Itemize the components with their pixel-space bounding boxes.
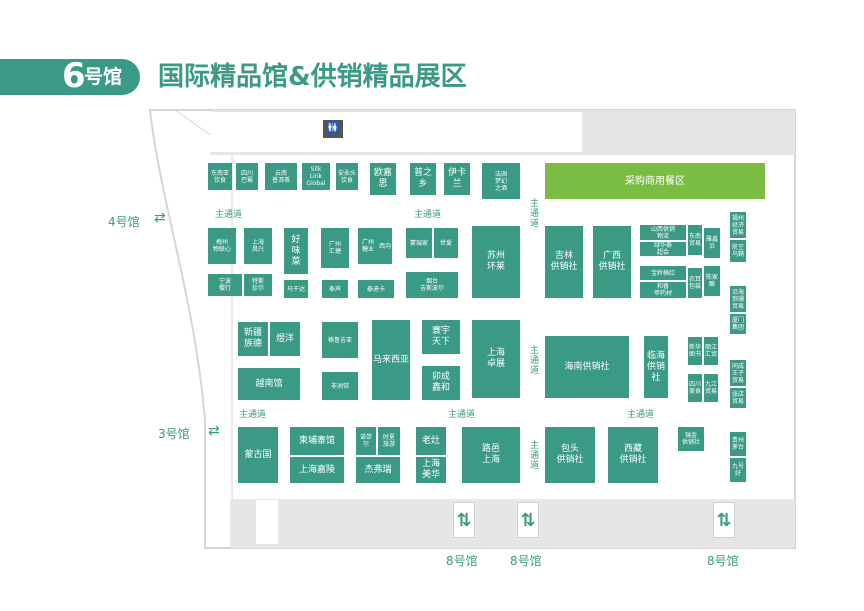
neighbor-hall-label: 8号馆 (510, 554, 542, 568)
page-title: 国际精品馆&供销精品展区 (158, 62, 467, 92)
booth[interactable]: 四川 美食 (688, 374, 702, 402)
booth[interactable]: 格鲁吉亚 (322, 322, 358, 358)
booth[interactable]: 时夏 旅游 (378, 427, 400, 455)
booth[interactable]: 云南 普洱茶 (265, 163, 297, 190)
booth[interactable]: 宁波 樱行 (208, 274, 242, 296)
booth[interactable]: 上海 卓展 (472, 320, 520, 398)
booth[interactable]: 瑞金 供销社 (678, 427, 704, 451)
booth[interactable]: 上海 美华 (416, 457, 446, 483)
hall-number: 6 (62, 56, 86, 96)
booth[interactable]: 梅州 物联心 (208, 228, 236, 264)
booth[interactable]: 泰迪卡 (358, 280, 394, 298)
booth[interactable]: 绿华泰 超会 (640, 242, 686, 256)
booth[interactable]: 新疆 族德 (238, 322, 268, 356)
booth[interactable]: 非洲馆 (322, 372, 358, 400)
road-label: 主通道 (627, 410, 655, 420)
booth[interactable]: 包头 供销社 (545, 427, 595, 483)
booth[interactable]: 丽江 汇贸 (704, 337, 718, 365)
booth[interactable]: 老灶 (416, 427, 446, 455)
two-way-arrow-icon: ⇅ (517, 502, 539, 538)
booth[interactable]: 九江 贸易 (704, 374, 718, 402)
booth[interactable]: 奉声 (322, 280, 348, 298)
road-label-vertical: 主通道 (528, 440, 538, 470)
road-label: 主通道 (239, 410, 267, 420)
booth[interactable]: 蒙古国 (238, 427, 278, 483)
restroom-icon: 🚻 (323, 120, 343, 138)
booth[interactable]: 煜洋 (270, 322, 300, 356)
booth[interactable]: 伊卡 兰 (444, 163, 470, 195)
booth[interactable]: 越南馆 (238, 368, 300, 400)
booth[interactable]: 诺带 尔 (356, 427, 376, 455)
booth[interactable]: 广州 汇捷 (321, 228, 349, 268)
booth[interactable]: 马干达 (284, 280, 308, 298)
booth[interactable]: 沿海 琅珊 贸易 (730, 286, 746, 312)
booth[interactable]: 九号 好 (730, 458, 746, 482)
booth[interactable]: 柬埔寨馆 (290, 427, 344, 455)
neighbor-hall-label: 3号馆 (158, 427, 190, 441)
top-white-zone (210, 112, 582, 152)
two-way-arrow-icon: ⇄ (154, 210, 166, 226)
booth[interactable]: 欧嘉思 (370, 163, 396, 195)
booth[interactable]: 蒙瑞家 (406, 228, 432, 258)
hall-badge: 6 号馆 (0, 56, 140, 96)
booth[interactable]: 宝岭楠红 (640, 266, 686, 280)
booth[interactable]: 贵州 茅台 (730, 432, 746, 456)
booth[interactable]: 法国 梦幻 之酒 (482, 163, 520, 199)
road-label-vertical: 主通道 (528, 345, 538, 375)
booth[interactable]: 吉林 供销社 (545, 226, 583, 298)
booth[interactable]: 东南 贸易 (688, 225, 702, 255)
booth[interactable]: 新华 图书 (688, 337, 702, 365)
booth[interactable]: 苏州 环莱 (472, 226, 520, 298)
booth[interactable]: 上海 昌兴 (244, 228, 272, 264)
dining-area[interactable]: 采购商用餐区 (545, 163, 765, 199)
booth[interactable]: 西沟 (378, 228, 392, 264)
booth[interactable]: 安永头 饮食 (336, 163, 358, 190)
bottom-white-gap (256, 500, 278, 544)
booth[interactable]: 雅鑫 沿 (704, 228, 720, 258)
neighbor-hall-label: 8号馆 (446, 554, 478, 568)
road-label-vertical: 主通道 (528, 198, 538, 228)
booth[interactable]: 山西供销 物流 (640, 225, 686, 240)
booth[interactable]: Silk Link Global (302, 163, 330, 190)
two-way-arrow-icon: ⇅ (713, 502, 735, 538)
booth[interactable]: 厦门 集团 (730, 314, 746, 334)
booth[interactable]: 福州 经济 贸易 (730, 212, 746, 238)
booth[interactable]: 好 味 菜 (284, 228, 308, 274)
booth[interactable]: 普之 乡 (410, 163, 436, 195)
neighbor-hall-label: 8号馆 (707, 554, 739, 568)
booth[interactable]: 农耳 包装 (688, 268, 702, 298)
booth[interactable]: 海南供销社 (545, 336, 629, 398)
booth[interactable]: 马来西亚 (372, 320, 410, 400)
neighbor-hall-label: 4号馆 (108, 215, 140, 229)
booth[interactable]: 和香 甲药材 (640, 282, 686, 298)
booth[interactable]: 西藏 供销社 (608, 427, 658, 483)
road-label: 主通道 (215, 210, 243, 220)
booth[interactable]: 临海 供销社 (644, 336, 668, 398)
booth[interactable]: 烟台 吉斯波尔 (406, 272, 458, 298)
booth[interactable]: 同成 王子 贸易 (730, 360, 746, 386)
booth[interactable]: 航空 乌鞘 (730, 240, 746, 262)
booth[interactable]: 杰弗瑞 (356, 457, 400, 483)
road-label: 主通道 (448, 410, 476, 420)
top-corridor-right (585, 110, 795, 155)
booth[interactable]: 寰宇 天下 (422, 320, 460, 354)
booth[interactable]: 陈家 酿 (704, 266, 720, 296)
booth[interactable]: 特斯 珍尔 (244, 274, 272, 296)
hall-suffix: 号馆 (84, 66, 123, 88)
bottom-corridor (230, 500, 795, 548)
booth[interactable]: 路邑 上海 (462, 427, 520, 483)
booth[interactable]: 四川 巴蜀 (236, 163, 258, 190)
booth[interactable]: 卯成 鑫和 (422, 366, 460, 400)
booth[interactable]: 张店 贸易 (730, 388, 746, 408)
booth[interactable]: 广西 供销社 (593, 226, 631, 298)
two-way-arrow-icon: ⇄ (208, 423, 220, 439)
two-way-arrow-icon: ⇅ (453, 502, 475, 538)
booth[interactable]: 世爱 (434, 228, 458, 258)
booth[interactable]: 东南亚 饮食 (208, 163, 232, 190)
booth[interactable]: 上海嘉陵 (290, 457, 344, 483)
road-label: 主通道 (414, 210, 442, 220)
booth[interactable]: 广州 糖业 (358, 228, 378, 264)
